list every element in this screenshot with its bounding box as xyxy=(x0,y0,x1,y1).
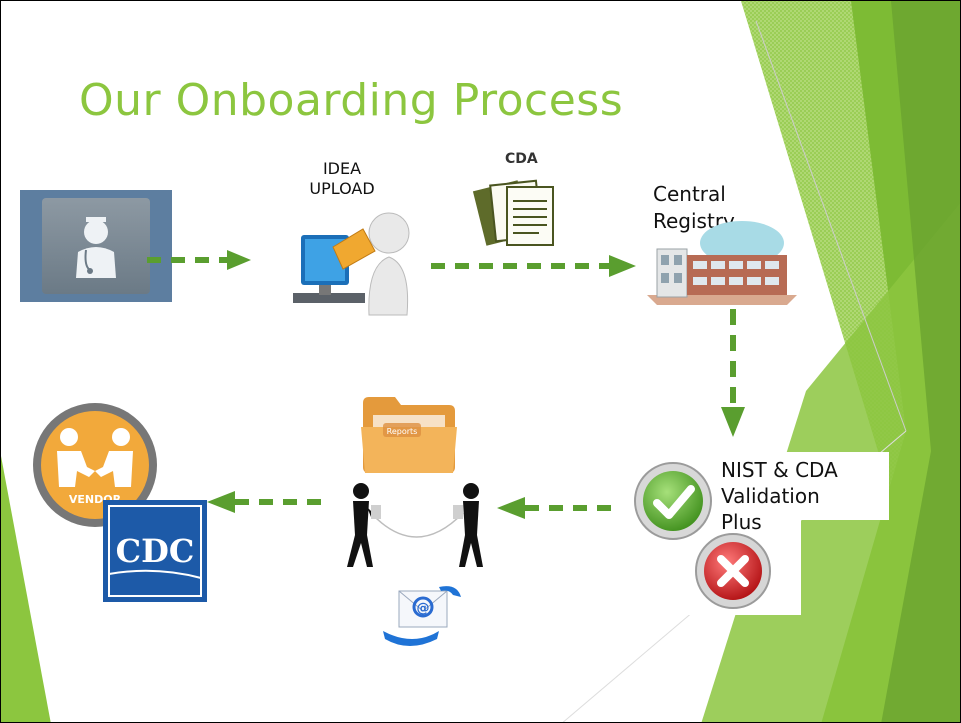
checkmark-icon xyxy=(634,462,712,540)
flow-arrow-5 xyxy=(207,491,329,513)
nist-validation-label: NIST & CDA Validation Plus xyxy=(721,457,891,535)
handshake-icon: VENDOR xyxy=(33,403,157,527)
email-icon: @ xyxy=(383,586,461,646)
reports-tab-text: Reports xyxy=(387,427,418,436)
idea-label-line2: UPLOAD xyxy=(309,179,375,198)
cda-label: CDA xyxy=(505,151,538,167)
nist-label-line1: NIST & CDA xyxy=(721,458,838,482)
svg-text:@: @ xyxy=(417,601,430,616)
x-mark-icon xyxy=(695,533,771,609)
nist-label-line3: Plus xyxy=(721,510,762,534)
documents-icon xyxy=(472,179,554,246)
cdc-logo-text: CDC xyxy=(116,532,195,570)
central-label-line1: Central xyxy=(653,182,726,206)
computer-upload-icon xyxy=(293,212,410,316)
idea-upload-label: IDEA UPLOAD xyxy=(301,159,383,199)
building-icon xyxy=(647,221,797,305)
doctor-icon xyxy=(20,190,172,302)
tin-can-phone-icon xyxy=(347,483,483,567)
validation-label-box xyxy=(713,452,889,520)
slide-title: Our Onboarding Process xyxy=(79,75,624,126)
flow-arrow-2 xyxy=(431,255,636,277)
nist-label-line2: Validation xyxy=(721,484,820,508)
flow-arrow-3 xyxy=(721,309,745,437)
folder-icon: Reports xyxy=(361,397,457,473)
central-registry-label: Central Registry xyxy=(653,181,735,235)
idea-label-line1: IDEA xyxy=(322,159,362,178)
cdc-logo: CDC xyxy=(103,500,207,602)
flow-arrow-1 xyxy=(147,250,251,270)
flow-arrow-4 xyxy=(497,497,615,519)
